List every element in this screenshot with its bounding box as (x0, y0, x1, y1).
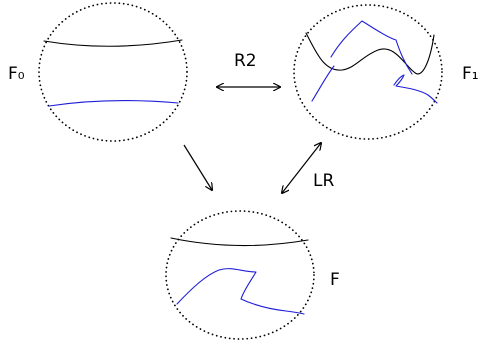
label-r2: R2 (234, 51, 257, 71)
disc-f1-black-strand (305, 32, 435, 75)
disc-f0-boundary (38, 2, 188, 142)
arrow-f0-to-f (183, 144, 212, 190)
disc-f-blue-strand (176, 268, 305, 315)
disc-f-black-strand (170, 237, 309, 247)
disc-f0-blue-strand (48, 100, 179, 107)
disc-f1-blue-lower-strand (311, 65, 438, 104)
disc-f1-boundary (293, 4, 443, 140)
label-f1: F₁ (462, 64, 479, 84)
label-f0: F₀ (8, 64, 25, 84)
label-f: F (330, 270, 340, 290)
disc-f1-blue-upper-strand (330, 20, 413, 75)
arrow-f1-f (282, 143, 321, 193)
label-lr: LR (313, 171, 334, 191)
disc-f1 (293, 4, 443, 140)
disc-f (165, 210, 315, 340)
disc-f0-black-strand (43, 39, 183, 47)
disc-f-boundary (165, 210, 315, 340)
disc-f0 (38, 2, 188, 142)
